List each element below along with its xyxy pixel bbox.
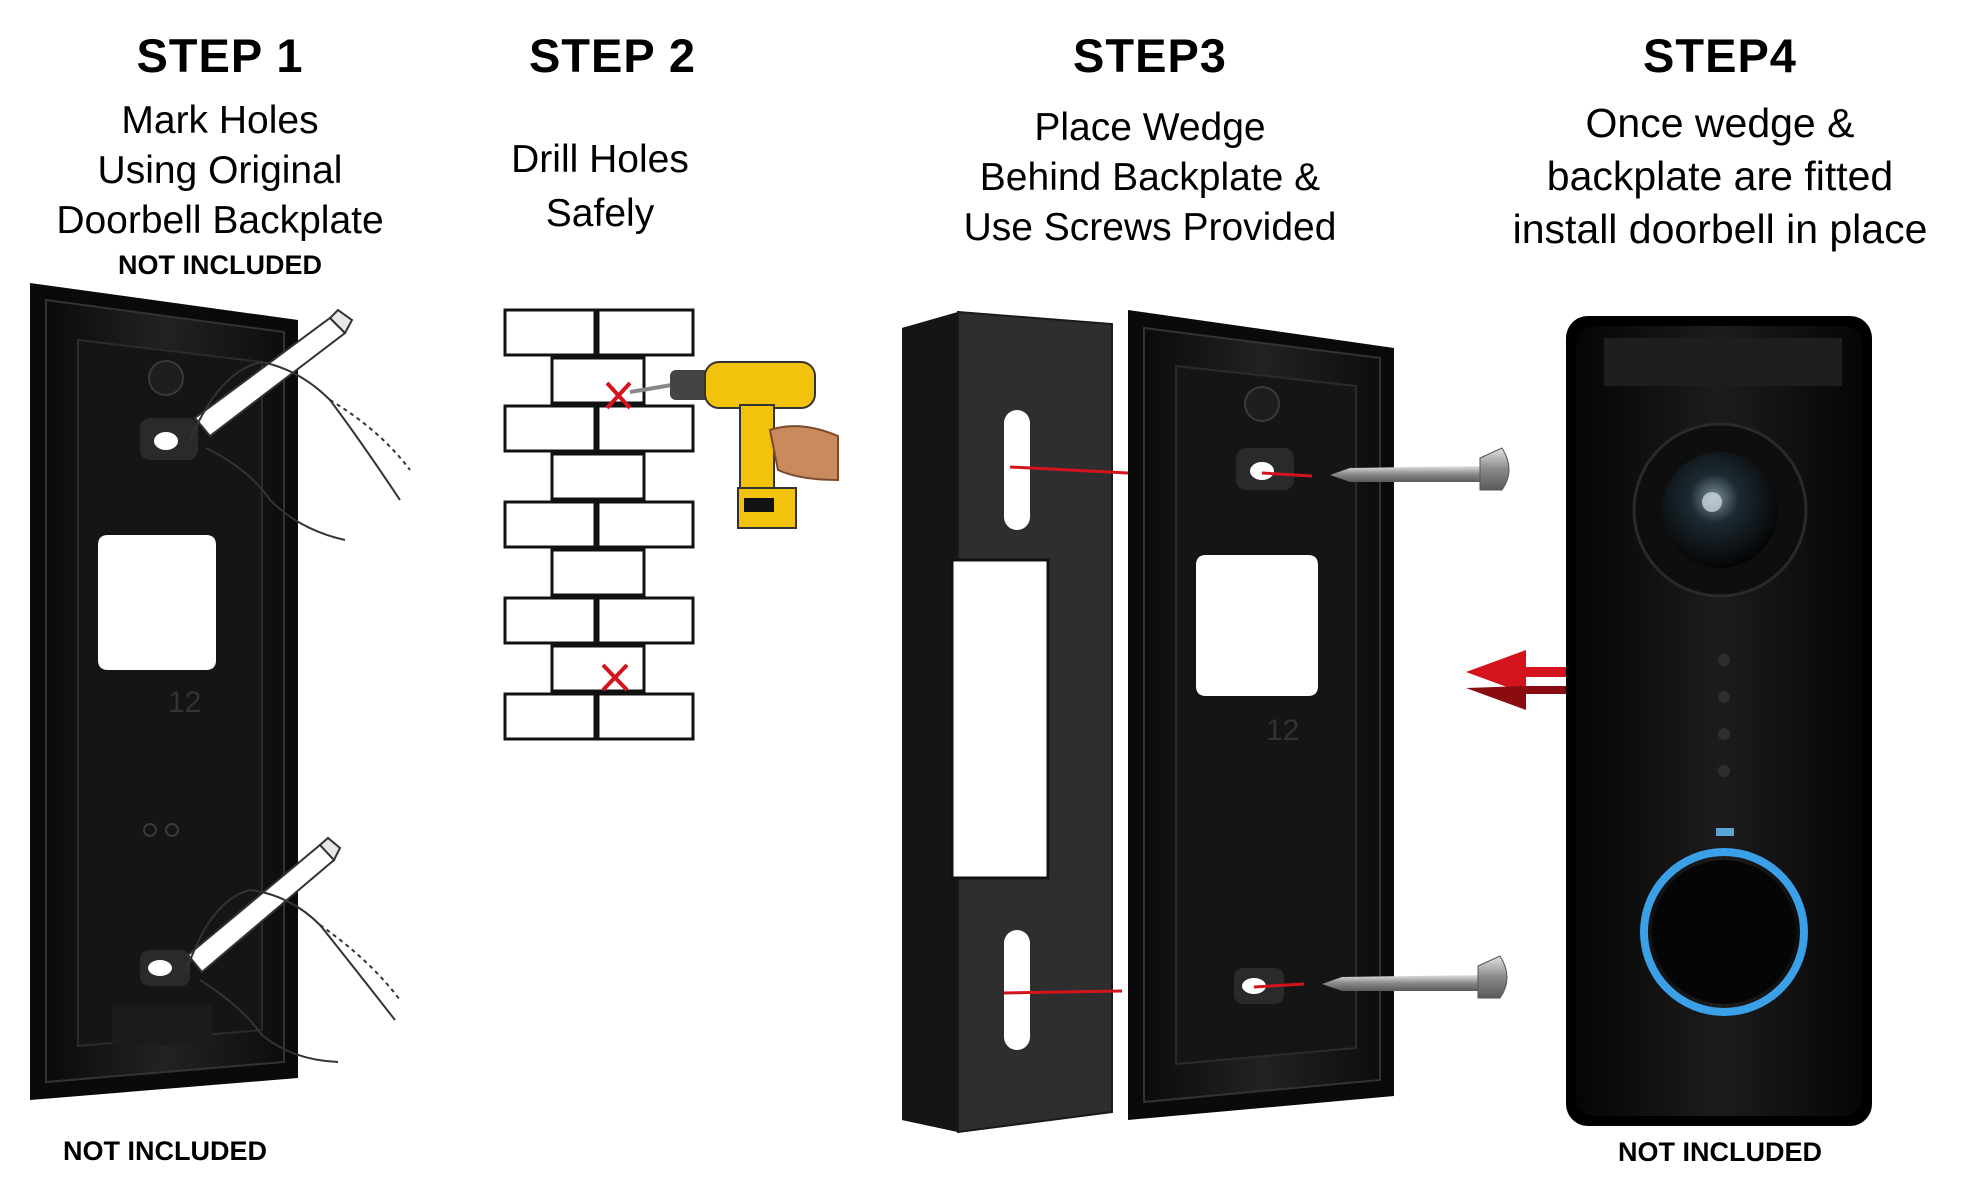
step3-backplate: 12 — [1128, 310, 1394, 1120]
step3-line-2: Behind Backplate & — [979, 156, 1321, 199]
step3-title: STEP3 — [1073, 29, 1227, 82]
step3-description: Place Wedge Behind Backplate & Use Screw… — [900, 103, 1400, 253]
step1-line-1: Mark Holes — [121, 99, 319, 142]
step3-wedge — [902, 310, 1129, 1134]
step2-title: STEP 2 — [528, 29, 697, 82]
step3-line-3: Use Screws Provided — [963, 206, 1337, 249]
step4-line-1: Once wedge & — [1585, 100, 1855, 146]
step1-description: Mark Holes Using Original Doorbell Backp… — [10, 96, 430, 246]
step4-doorbell — [1566, 316, 1872, 1126]
step1-top-hole — [154, 432, 178, 450]
step4-button-ring — [1640, 848, 1808, 1016]
step4-line-3: install doorbell in place — [1512, 206, 1928, 252]
step1-not-included-note: NOT INCLUDED — [118, 250, 322, 280]
step1-line-2: Using Original — [97, 149, 343, 192]
step3-line-1: Place Wedge — [1034, 106, 1266, 149]
step4-doorbell-button-icon — [1652, 860, 1796, 1004]
step4-camera-lens-icon — [1662, 452, 1778, 568]
step4-description: Once wedge & backplate are fitted instal… — [1460, 97, 1978, 256]
step3-top-screw — [1330, 447, 1510, 491]
step4-bottom-not-included: NOT INCLUDED — [1618, 1137, 1822, 1167]
step1-bottom-hole — [148, 960, 172, 976]
step4-title: STEP4 — [1643, 29, 1797, 82]
step2-line-1: Drill Holes — [511, 138, 689, 181]
step1-title: STEP 1 — [136, 29, 304, 82]
step1-backplate: 12 — [30, 283, 298, 1100]
step2-drill-marks — [601, 381, 632, 692]
step4-arrow-icon — [1466, 650, 1566, 710]
step3-bottom-screw — [1322, 955, 1508, 999]
step2-brick-wall — [503, 308, 695, 741]
step2-line-2: Safely — [545, 192, 655, 235]
step1-top-hand-pencil — [189, 308, 411, 541]
step1-plate-mark: 12 — [168, 686, 201, 719]
step2-drill-icon — [629, 361, 839, 529]
step2-description: Drill Holes Safely — [420, 133, 780, 241]
step1-bottom-not-included: NOT INCLUDED — [63, 1136, 267, 1166]
step1-line-3: Doorbell Backplate — [56, 199, 384, 242]
step4-line-2: backplate are fitted — [1546, 153, 1894, 199]
step1-bottom-hand-pencil — [185, 836, 401, 1063]
step3-plate-mark: 12 — [1266, 714, 1299, 747]
